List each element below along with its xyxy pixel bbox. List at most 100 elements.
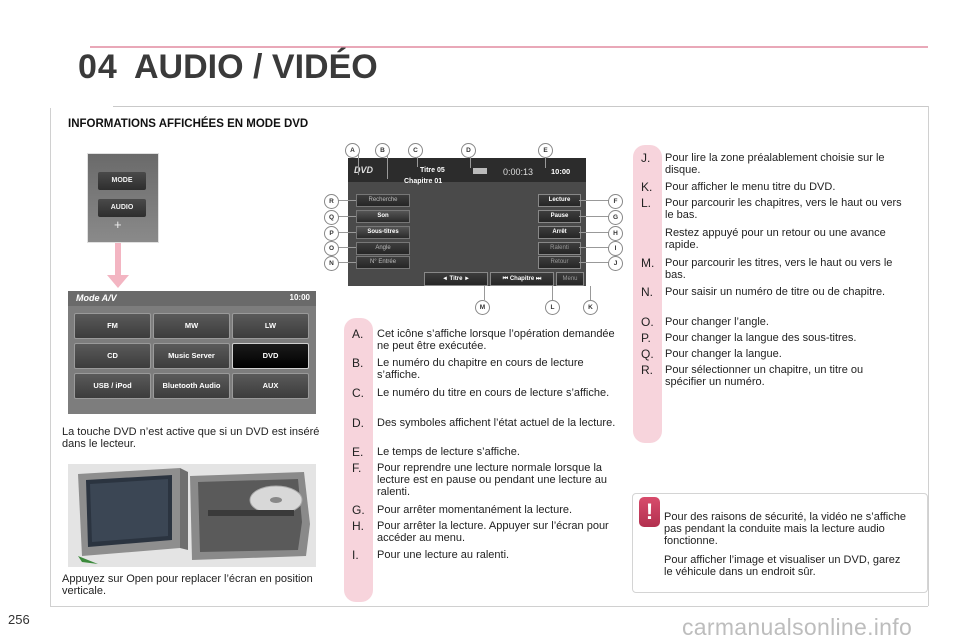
leader-i	[579, 247, 609, 248]
dvd-slow-button[interactable]: Ralenti	[538, 242, 581, 255]
leader-f	[579, 200, 609, 201]
legend-right-bar	[633, 145, 662, 443]
plus-icon: +	[114, 217, 122, 232]
av-usb-ipod-button[interactable]: USB / iPod	[74, 373, 151, 399]
av-bluetooth-audio-button[interactable]: Bluetooth Audio	[153, 373, 230, 399]
legend-text: Pour arrêter la lecture. Appuyer sur l’é…	[377, 520, 609, 544]
dvd-top-bar: DVD Titre 05 0:00:13 10:00	[348, 158, 586, 182]
av-lw-button[interactable]: LW	[232, 313, 309, 339]
header-rule	[90, 46, 928, 48]
dvd-angle-button[interactable]: Angle	[356, 242, 410, 255]
legend-letter: K.	[641, 180, 653, 194]
warning-paragraph-1: Pour des raisons de sécurité, la vidéo n…	[664, 511, 906, 547]
leader-e	[545, 153, 546, 168]
legend-letter: A.	[352, 327, 364, 341]
leader-q	[338, 216, 356, 217]
callout-j: J	[608, 256, 623, 271]
legend-letter: G.	[352, 503, 365, 517]
av-cd-button[interactable]: CD	[74, 343, 151, 369]
down-arrow-shaft	[115, 243, 121, 277]
callout-h: H	[608, 226, 623, 241]
dvd-pause-button[interactable]: Pause	[538, 210, 581, 223]
legend-letter: E.	[352, 445, 364, 459]
dvd-drive-photo	[68, 464, 316, 567]
legend-letter: N.	[641, 285, 653, 299]
callout-q: Q	[324, 210, 339, 225]
callout-c: C	[408, 143, 423, 158]
dvd-chapter-number: Chapitre 01	[404, 178, 443, 185]
legend-letter: Q.	[641, 347, 654, 361]
av-mode-screen: Mode A/V 10:00 FM MW LW CD Music Server …	[68, 291, 316, 414]
leader-m	[484, 286, 485, 300]
legend-text: Pour changer la langue des sous-titres.	[665, 332, 857, 344]
legend-letter: R.	[641, 363, 653, 377]
chapter-number: 04	[78, 48, 118, 86]
mode-panel-photo: MODE AUDIO +	[87, 153, 159, 243]
frame-right	[928, 106, 929, 606]
leader-a	[358, 153, 359, 175]
av-title: Mode A/V	[76, 293, 117, 303]
dvd-audio-button[interactable]: Son	[356, 210, 410, 223]
dvd-clock: 10:00	[551, 167, 571, 176]
dvd-return-button[interactable]: Retour	[538, 256, 581, 269]
callout-a: A	[345, 143, 360, 158]
dvd-playback-time: 0:00:13	[503, 167, 534, 177]
dvd-title-nav-button[interactable]: ◄ Titre ►	[424, 272, 488, 286]
page-number: 256	[8, 612, 30, 627]
frame-top	[113, 106, 928, 107]
leader-o	[338, 247, 356, 248]
mode-button: MODE	[98, 172, 146, 190]
av-mw-button[interactable]: MW	[153, 313, 230, 339]
legend-text: Pour une lecture au ralenti.	[377, 549, 510, 561]
dvd-interface-screen: DVD Titre 05 0:00:13 10:00 Chapitre 01 R…	[348, 158, 586, 286]
callout-n: N	[324, 256, 339, 271]
callout-m: M	[475, 300, 490, 315]
play-state-icon	[473, 168, 487, 174]
legend-text: Pour changer l’angle.	[665, 316, 769, 328]
leader-n	[338, 262, 356, 263]
callout-f: F	[608, 194, 623, 209]
legend-letter: D.	[352, 416, 364, 430]
dvd-subtitles-button[interactable]: Sous-titres	[356, 226, 410, 239]
legend-text: Des symboles affichent l’état actuel de …	[377, 417, 616, 429]
legend-letter: I.	[352, 548, 359, 562]
leader-r	[338, 200, 356, 201]
leader-p	[338, 232, 356, 233]
legend-letter: O.	[641, 315, 654, 329]
watermark: carmanualsonline.info	[682, 614, 913, 640]
legend-text: Le numéro du titre en cours de lecture s…	[377, 387, 610, 399]
legend-text: Restez appuyé pour un retour ou une avan…	[665, 227, 886, 251]
dvd-play-button[interactable]: Lecture	[538, 194, 581, 207]
callout-g: G	[608, 210, 623, 225]
legend-letter: M.	[641, 256, 655, 270]
frame-left	[50, 108, 51, 606]
dvd-stop-button[interactable]: Arrêt	[538, 226, 581, 239]
dvd-drive-illustration	[68, 464, 316, 567]
dvd-title-number: Titre 05	[420, 167, 445, 174]
legend-letter: F.	[352, 461, 362, 475]
av-dvd-button[interactable]: DVD	[232, 343, 309, 369]
av-aux-button[interactable]: AUX	[232, 373, 309, 399]
legend-text: Pour afficher le menu titre du DVD.	[665, 181, 836, 193]
warning-box	[632, 493, 928, 593]
dvd-search-button[interactable]: Recherche	[356, 194, 410, 207]
warning-icon: !	[639, 497, 660, 527]
leader-h	[579, 232, 609, 233]
dvd-menu-button[interactable]: Menu	[556, 272, 584, 286]
leader-j	[579, 262, 609, 263]
callout-l: L	[545, 300, 560, 315]
dvd-number-entry-button[interactable]: N° Entrée	[356, 256, 410, 269]
legend-letter: C.	[352, 386, 364, 400]
av-fm-button[interactable]: FM	[74, 313, 151, 339]
legend-letter: P.	[641, 331, 651, 345]
dvd-logo: DVD	[354, 165, 374, 175]
callout-o: O	[324, 241, 339, 256]
legend-text: Le numéro du chapitre en cours de lectur…	[377, 357, 584, 381]
leader-g	[579, 216, 609, 217]
leader-b	[387, 153, 388, 179]
dvd-chapter-nav-button[interactable]: ⏮ Chapitre ⏭	[490, 272, 554, 286]
callout-i: I	[608, 241, 623, 256]
av-music-server-button[interactable]: Music Server	[153, 343, 230, 369]
legend-text: Pour reprendre une lecture normale lorsq…	[377, 462, 607, 498]
legend-text: Pour arrêter momentanément la lecture.	[377, 504, 573, 516]
